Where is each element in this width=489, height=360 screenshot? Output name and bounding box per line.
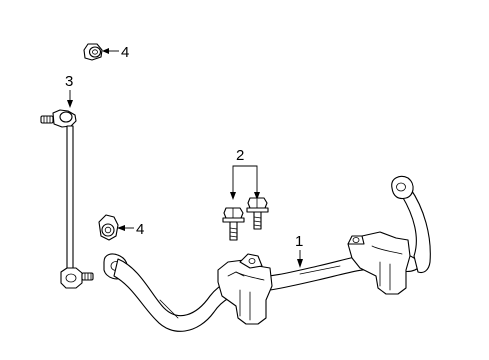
- callout-bracket-bolts: 2: [230, 147, 260, 200]
- stabilizer-bar: [103, 175, 431, 332]
- nut-lower: [98, 214, 119, 241]
- callout-nut-lower: 4: [117, 221, 144, 238]
- bolt-right: [246, 197, 269, 230]
- bolt-left: [222, 207, 245, 241]
- stabilizer-link: [40, 109, 94, 289]
- nut-upper: [83, 43, 103, 61]
- callout-label-4-upper: 4: [121, 44, 129, 61]
- callout-label-2: 2: [236, 147, 244, 164]
- callout-label-4-lower: 4: [136, 221, 144, 238]
- callout-nut-upper: 4: [102, 44, 129, 61]
- callout-label-3: 3: [65, 73, 73, 90]
- callout-stabilizer-link: 3: [65, 73, 73, 108]
- callout-label-1: 1: [295, 233, 303, 250]
- callout-stabilizer-bar: 1: [295, 233, 303, 268]
